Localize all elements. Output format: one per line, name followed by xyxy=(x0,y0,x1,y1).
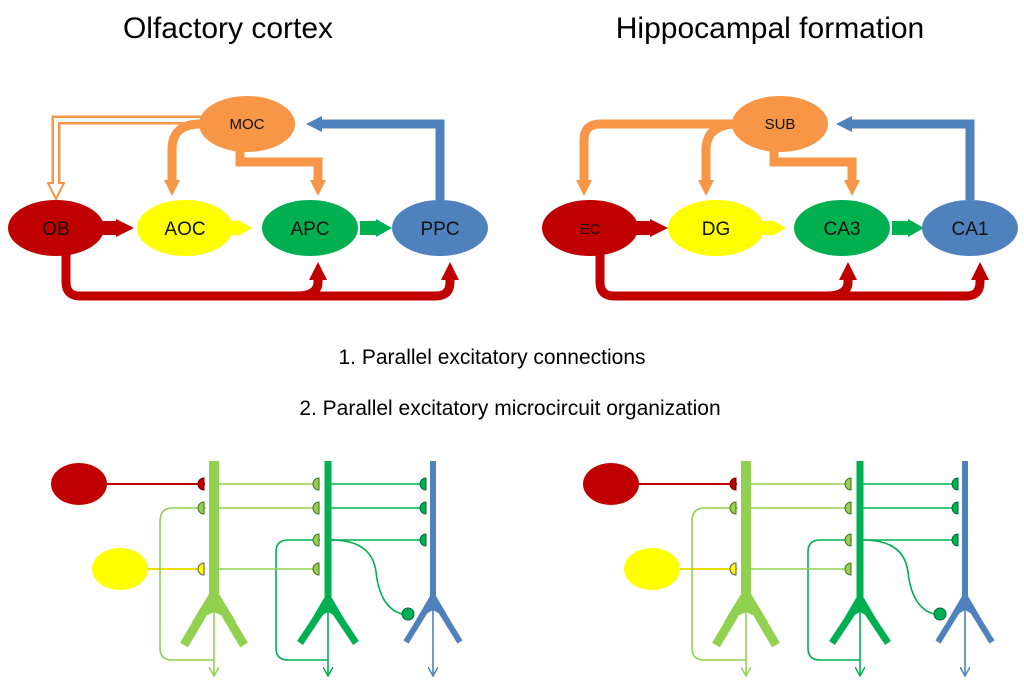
right-title: Hippocampal formation xyxy=(616,12,924,45)
left-node-moc xyxy=(199,96,295,152)
caption-microcircuit-organization: 2. Parallel excitatory microcircuit orga… xyxy=(299,397,720,420)
left-node-ppc xyxy=(392,200,488,256)
left-microcircuit xyxy=(51,461,463,676)
left-connection-diagram: MOC OB AOC APC PPC xyxy=(8,96,488,301)
right-sub-to-ec-arrow xyxy=(576,119,740,196)
left-ob-to-ppc-arrow xyxy=(61,252,459,301)
right-microcircuit xyxy=(583,461,995,676)
left-node-apc xyxy=(262,200,358,256)
right-node-sub-label: SUB xyxy=(765,116,796,133)
right-node-ec-label: EC xyxy=(580,221,601,238)
right-node-dg xyxy=(668,200,764,256)
left-ppc-to-moc-arrow xyxy=(306,116,445,200)
right-node-dg-label: DG xyxy=(702,219,731,240)
right-ec-to-ca1-arrow xyxy=(595,252,989,301)
left-node-moc-label: MOC xyxy=(230,116,265,133)
right-ec-to-ca3-arrow xyxy=(825,262,857,301)
right-node-ca1 xyxy=(922,200,1018,256)
left-input-cell-red xyxy=(51,463,107,505)
right-sub-to-dg-arrow xyxy=(698,119,739,196)
right-node-ca1-label: CA1 xyxy=(952,219,989,240)
left-node-ob-label: OB xyxy=(42,219,69,240)
right-ca1-to-sub-arrow xyxy=(836,116,975,200)
right-node-ca3-label: CA3 xyxy=(824,219,861,240)
caption-parallel-connections: 1. Parallel excitatory connections xyxy=(339,346,646,369)
right-node-ec xyxy=(542,200,638,256)
left-node-aoc-label: AOC xyxy=(164,219,205,240)
left-input-cell-yellow xyxy=(92,548,148,590)
right-node-ca3 xyxy=(794,200,890,256)
left-moc-to-aoc-arrow xyxy=(164,119,201,196)
left-node-apc-label: APC xyxy=(290,219,329,240)
left-node-aoc xyxy=(137,200,233,256)
left-title: Olfactory cortex xyxy=(123,12,333,45)
right-input-cell-yellow xyxy=(624,548,680,590)
right-node-sub xyxy=(732,96,828,152)
left-ob-to-apc-arrow xyxy=(295,262,327,301)
left-node-ob xyxy=(8,200,104,256)
right-input-cell-red xyxy=(583,463,639,505)
right-connection-diagram: SUB EC DG CA3 CA1 xyxy=(542,96,1018,301)
left-node-ppc-label: PPC xyxy=(420,219,459,240)
